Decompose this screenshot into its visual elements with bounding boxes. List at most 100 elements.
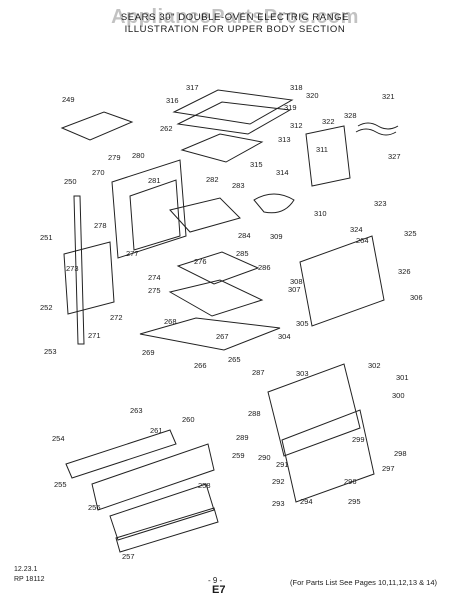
part-label: 292 (272, 477, 285, 486)
part-275-shape (168, 279, 264, 317)
part-label: 290 (258, 453, 271, 462)
part-label: 262 (160, 124, 173, 133)
part-label: 324 (350, 225, 363, 234)
part-label: 258 (198, 481, 211, 490)
part-label: 253 (44, 347, 57, 356)
part-label: 321 (382, 92, 395, 101)
part-328-shape (355, 122, 399, 136)
part-282-shape (129, 179, 181, 251)
part-label: 314 (276, 168, 289, 177)
part-label: 264 (356, 236, 369, 245)
part-label: 286 (258, 263, 271, 272)
part-273-shape (63, 241, 115, 315)
part-label: 257 (122, 552, 135, 561)
part-label: 299 (352, 435, 365, 444)
part-label: 276 (194, 257, 207, 266)
part-label: 287 (252, 368, 265, 377)
part-label: 250 (64, 177, 77, 186)
part-276-shape (176, 251, 260, 285)
part-number-labels: 249 250 251 252 253 254 255 256 257 258 … (40, 83, 423, 561)
part-262-shape (65, 429, 177, 479)
part-label: 319 (284, 103, 297, 112)
part-label: 293 (272, 499, 285, 508)
part-label: 300 (392, 391, 405, 400)
part-label: 275 (148, 286, 161, 295)
part-label: 311 (316, 145, 328, 154)
part-label: 320 (306, 91, 319, 100)
parts-list-reference: (For Parts List See Pages 10,11,12,13 & … (290, 578, 438, 587)
part-label: 263 (130, 406, 143, 415)
part-250-shape (73, 195, 85, 345)
part-label: 295 (348, 497, 361, 506)
part-label: 279 (108, 153, 121, 162)
part-287-shape (267, 363, 361, 457)
part-label: 312 (290, 121, 303, 130)
part-label: 265 (228, 355, 241, 364)
part-label: 274 (148, 273, 161, 282)
part-label: 327 (388, 152, 401, 161)
diagram-subtitle: ILLUSTRATION FOR UPPER BODY SECTION (124, 24, 346, 35)
part-label: 326 (398, 267, 411, 276)
part-label: 310 (314, 209, 327, 218)
part-label: 261 (150, 426, 163, 435)
part-label: 307 (288, 285, 301, 294)
part-label: 291 (276, 460, 289, 469)
part-label: 254 (52, 434, 65, 443)
part-label: 249 (62, 95, 75, 104)
part-label: 252 (40, 303, 53, 312)
part-label: 294 (300, 497, 313, 506)
part-label: 281 (148, 176, 161, 185)
part-label: 304 (278, 332, 291, 341)
part-315-shape (180, 133, 264, 163)
page-number: - 9 - (208, 576, 223, 585)
part-label: 306 (410, 293, 423, 302)
part-label: 288 (248, 409, 261, 418)
part-label: 280 (132, 151, 145, 160)
part-283-shape (169, 197, 241, 233)
part-label: 256 (88, 503, 101, 512)
part-267-shape (139, 317, 281, 351)
part-249-shape (60, 111, 134, 141)
part-label: 255 (54, 480, 67, 489)
part-label: 268 (164, 317, 177, 326)
part-label: 260 (182, 415, 195, 424)
part-label: 272 (110, 313, 123, 322)
part-label: 282 (206, 175, 219, 184)
part-label: 308 (290, 277, 303, 286)
part-label: 278 (94, 221, 107, 230)
part-label: 259 (232, 451, 245, 460)
part-label: 302 (368, 361, 381, 370)
part-256-shape (109, 483, 215, 541)
part-label: 316 (166, 96, 179, 105)
part-label: 309 (270, 232, 283, 241)
part-label: 296 (344, 477, 357, 486)
footer-rp-number: RP 18112 (14, 576, 45, 583)
part-label: 328 (344, 111, 357, 120)
part-label: 317 (186, 83, 199, 92)
part-322-shape (305, 125, 351, 187)
part-label: 251 (40, 233, 53, 242)
part-label: 285 (236, 249, 249, 258)
part-label: 318 (290, 83, 303, 92)
watermark: AppliancePartsPros.com (111, 6, 359, 28)
part-label: 267 (216, 332, 229, 341)
part-label: 271 (88, 331, 101, 340)
part-label: 266 (194, 361, 207, 370)
part-310-shape (253, 193, 295, 214)
part-label: 284 (238, 231, 251, 240)
part-label: 303 (296, 369, 309, 378)
part-label: 305 (296, 319, 309, 328)
diagram-title: SEARS 30" DOUBLE-OVEN ELECTRIC RANGE (120, 12, 350, 23)
part-260-shape (91, 443, 215, 511)
part-label: 323 (374, 199, 387, 208)
part-label: 269 (142, 348, 155, 357)
part-label: 273 (66, 264, 79, 273)
part-label: 325 (404, 229, 417, 238)
part-label: 283 (232, 181, 245, 190)
part-316-shape (172, 89, 294, 125)
part-280-shape (111, 159, 187, 259)
part-257-shape (115, 507, 219, 553)
footer-code: 12.23.1 (14, 566, 38, 573)
